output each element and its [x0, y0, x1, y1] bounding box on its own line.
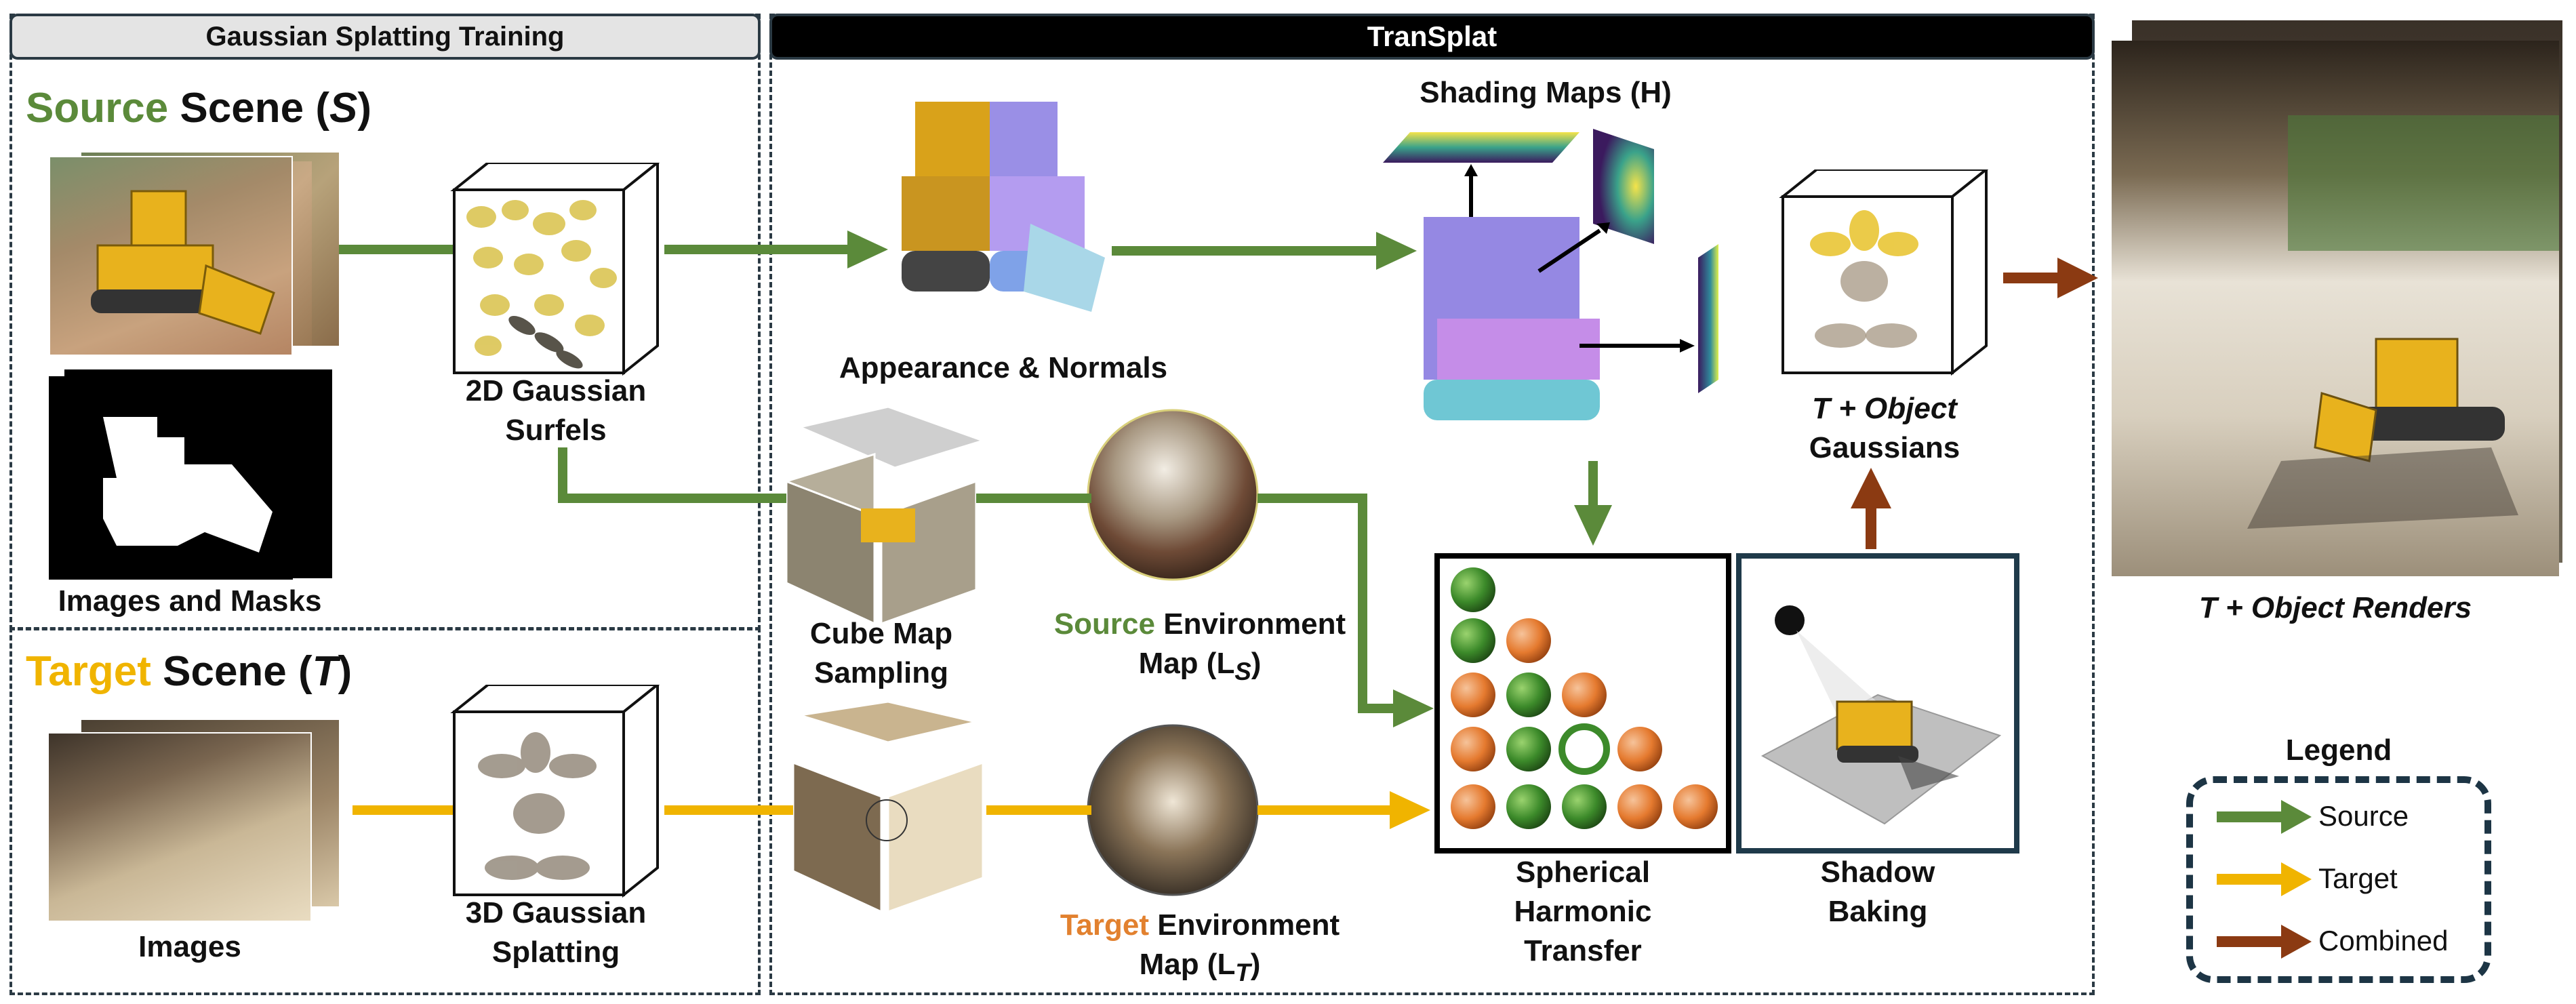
- arrowhead: [2057, 258, 2098, 298]
- arrow-surfels-to-cubemap: [558, 447, 786, 503]
- target-env-word: Target: [1060, 908, 1150, 942]
- renders-label: T + Object Renders: [2198, 591, 2472, 624]
- surfels-label-line1: 2D Gaussian: [465, 374, 647, 407]
- gaussian-splatting-header: Gaussian Splatting Training: [9, 14, 761, 60]
- legend-title: Legend: [2285, 734, 2392, 767]
- shadow-baking-box: [1736, 553, 2019, 854]
- shading-maps-graphic: [1383, 129, 1718, 420]
- target-scene-heading: Target Scene (T): [26, 647, 352, 696]
- sh-label-line3: Transfer: [1524, 934, 1642, 967]
- source-env-word: Source: [1053, 607, 1155, 641]
- source-image-front: [49, 156, 293, 356]
- surfels-label-line2: Surfels: [505, 414, 607, 447]
- target-image-front: [47, 732, 312, 922]
- target-env-sub: T: [1235, 958, 1251, 986]
- source-env-label-line2: Map (LS): [1138, 647, 1262, 685]
- cube-map-label-line2: Sampling: [813, 656, 949, 689]
- scene-symbol: T: [312, 648, 338, 695]
- source-env-label-line1: Source Environment: [1003, 607, 1396, 641]
- target-env-map: Map (L: [1139, 948, 1236, 981]
- source-env-map: Map (L: [1138, 647, 1235, 680]
- target-env-label-line2: Map (LT): [1139, 948, 1261, 986]
- arrowhead: [1376, 232, 1417, 270]
- legend-label: Source: [2318, 800, 2409, 832]
- legend-arrow-icon: [2217, 800, 2312, 834]
- arrow-sourceenv-to-sh: [1257, 494, 1396, 713]
- source-word: Source: [26, 85, 169, 132]
- appearance-normals-render: [902, 102, 1105, 312]
- legend-item: Combined: [2210, 918, 2495, 965]
- spherical-harmonics-box: [1434, 553, 1731, 854]
- scene-close: ): [357, 85, 371, 132]
- legend-label: Combined: [2318, 925, 2449, 957]
- source-scene-heading: Source Scene (S): [26, 84, 371, 132]
- arrowhead: [847, 230, 888, 268]
- splatting-cube: [450, 685, 660, 898]
- legend-box: [2186, 776, 2491, 983]
- sh-label-line1: Spherical: [1515, 856, 1651, 889]
- object-gaussians-cube: [1779, 169, 1989, 376]
- shading-maps-label: Shading Maps (H): [1420, 76, 1672, 109]
- images-and-masks-label: Images and Masks: [58, 584, 322, 618]
- loader-mask-icon: [103, 417, 273, 553]
- target-word: Target: [26, 648, 151, 695]
- arrowhead: [1574, 505, 1612, 546]
- appearance-normals-label: Appearance & Normals: [839, 351, 1168, 384]
- scene-word: Scene (: [150, 648, 313, 695]
- images-label: Images: [138, 930, 241, 963]
- object-gaussians-label-line1: T + Object: [1812, 392, 1957, 425]
- scene-word: Scene (: [168, 85, 329, 132]
- splatting-label-line2: Splatting: [491, 936, 620, 969]
- transplat-header: TranSplat: [769, 14, 2095, 60]
- arrowhead: [1390, 791, 1430, 829]
- legend-arrow-icon: [2217, 925, 2312, 959]
- splatting-label-line1: 3D Gaussian: [465, 896, 647, 929]
- scene-close: ): [338, 648, 353, 695]
- legend-item: Target: [2210, 856, 2495, 903]
- legend-arrow-icon: [2217, 862, 2312, 896]
- arrowhead: [1851, 468, 1891, 508]
- mask-image-front: [49, 376, 293, 580]
- surfels-cube: [450, 163, 660, 376]
- target-cube-map: [792, 702, 984, 914]
- object-gaussians-label-line2: Gaussians: [1809, 431, 1960, 464]
- source-env-sub: S: [1234, 657, 1251, 685]
- lego-loader-icon: [91, 190, 275, 335]
- sh-label-line2: Harmonic: [1514, 895, 1652, 928]
- shadow-label-line2: Baking: [1828, 895, 1928, 928]
- shadow-label-line1: Shadow: [1820, 856, 1935, 889]
- render-image-front: [2112, 41, 2559, 576]
- target-env-rest: Environment: [1149, 908, 1340, 942]
- arrowhead: [1393, 689, 1434, 727]
- legend-item: Source: [2210, 793, 2495, 841]
- cube-map-label-line1: Cube Map: [809, 617, 953, 650]
- source-env-rest: Environment: [1155, 607, 1346, 641]
- rendered-loader: [2247, 115, 2559, 529]
- source-cube-map: [783, 407, 986, 626]
- legend-label: Target: [2318, 862, 2398, 894]
- target-env-label-line1: Target Environment: [1003, 908, 1396, 942]
- scene-symbol: S: [329, 85, 358, 132]
